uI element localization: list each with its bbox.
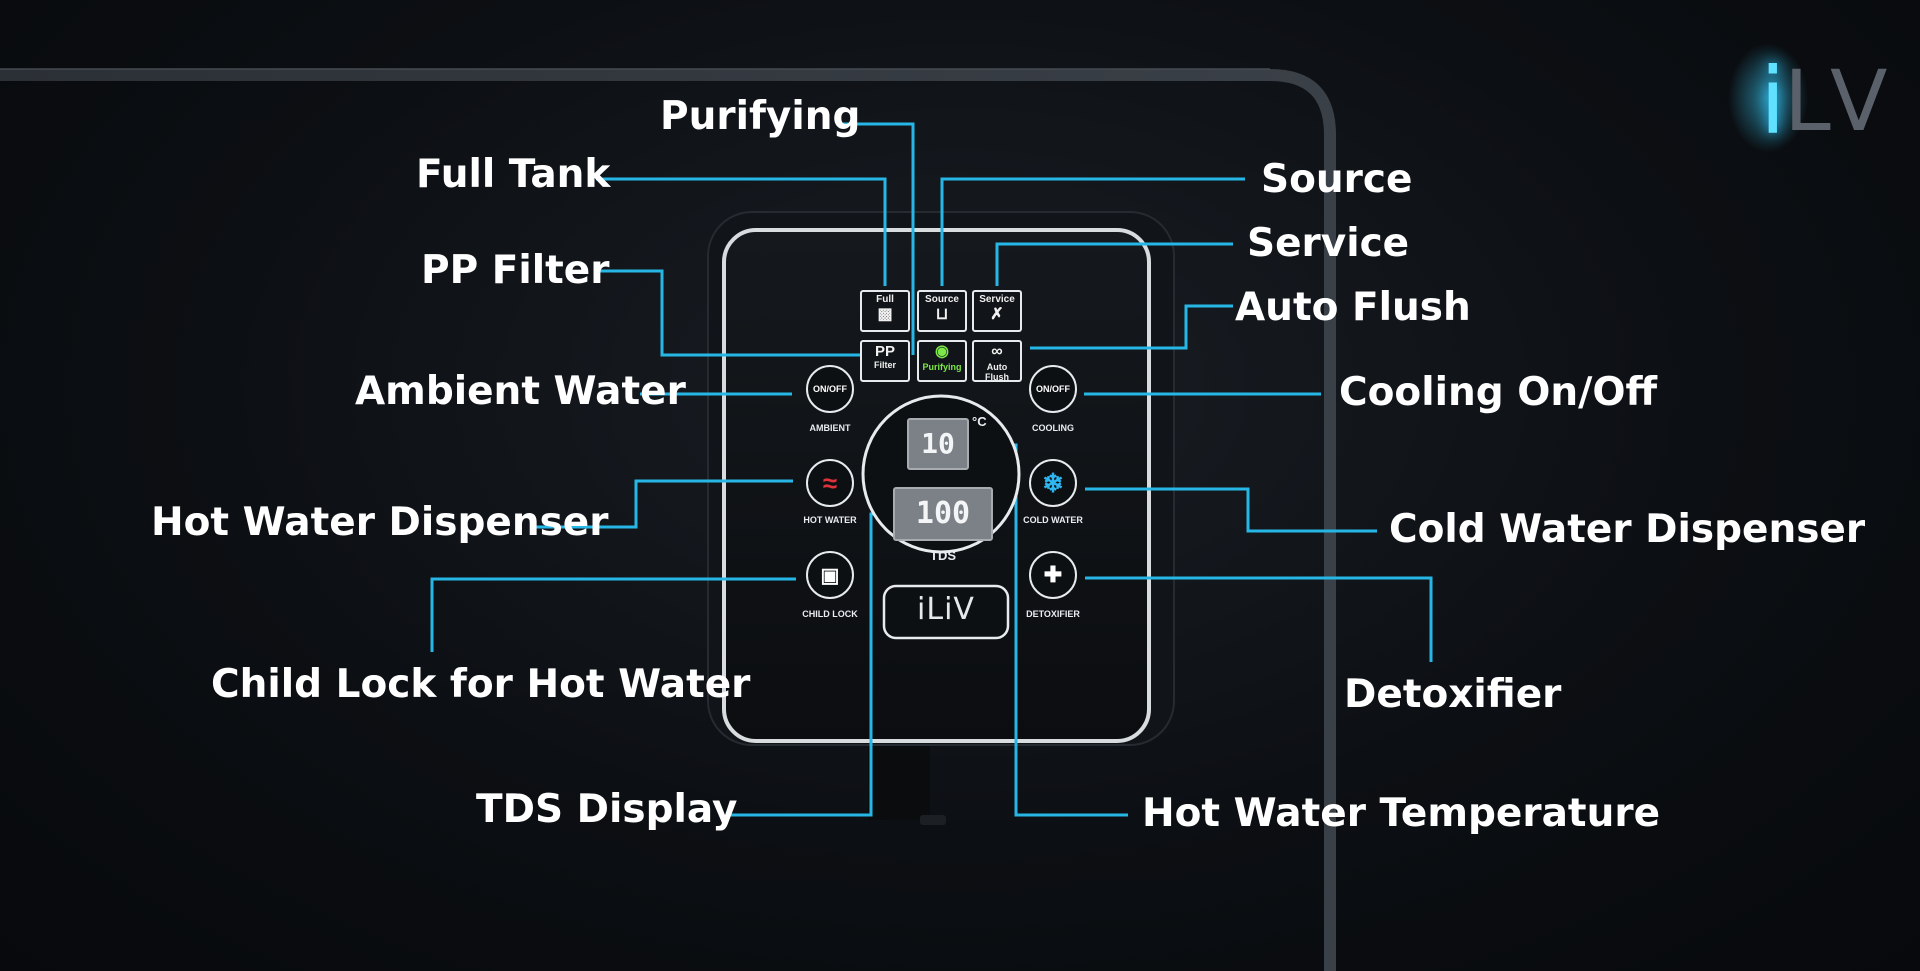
callout-ambient-water: Ambient Water — [355, 369, 686, 414]
ambient-label: AMBIENT — [809, 423, 851, 433]
pp-key-small-label: Filter — [873, 360, 896, 370]
cooling-button-text: ON/OFF — [1036, 384, 1070, 394]
leader-pp-filter — [596, 269, 860, 357]
logo-letter-l: L — [1784, 52, 1831, 150]
callout-tds-display: TDS Display — [476, 787, 738, 832]
callout-full-tank: Full Tank — [416, 152, 611, 197]
tds-value: 100 — [915, 496, 971, 531]
source-key-label: Source — [925, 294, 959, 305]
cooling-label: COOLING — [1032, 423, 1074, 433]
detoxifier-label: DETOXIFIER — [1026, 609, 1080, 619]
auto-flush-key-label: Auto Flush — [985, 362, 1009, 382]
service-indicator[interactable]: Service ✗ — [972, 290, 1022, 332]
leader-purifying — [842, 122, 915, 355]
brand-logo: i L V — [1760, 48, 1887, 158]
hot-water-label: HOT WATER — [803, 515, 857, 525]
temperature-display: 10 — [907, 418, 969, 470]
flush-bubbles-icon: ∞ — [991, 343, 1003, 360]
callout-pp-filter: PP Filter — [421, 248, 610, 293]
leader-service — [995, 242, 1233, 286]
auto-flush-indicator[interactable]: ∞ Auto Flush — [972, 340, 1022, 382]
purifying-indicator[interactable]: ◉ Purifying — [917, 340, 967, 382]
callout-detoxifier: Detoxifier — [1344, 672, 1562, 717]
callout-cooling-onoff: Cooling On/Off — [1339, 370, 1658, 415]
leader-cold-water — [1085, 487, 1377, 533]
tds-display: 100 — [893, 487, 993, 541]
full-tank-indicator[interactable]: Full ▩ — [860, 290, 910, 332]
callout-cold-water-dispenser: Cold Water Dispenser — [1389, 507, 1866, 552]
callout-source: Source — [1261, 157, 1413, 202]
full-key-label: Full — [876, 294, 894, 305]
pp-filter-indicator[interactable]: PP Filter — [860, 340, 910, 382]
machine-frame — [0, 69, 1336, 971]
leader-source — [940, 177, 1245, 286]
ambient-button-text: ON/OFF — [813, 384, 847, 394]
shield-plus-icon: ✚ — [1043, 562, 1063, 587]
callout-service: Service — [1247, 221, 1410, 266]
hot-water-button[interactable]: ≈ — [806, 459, 854, 507]
leader-auto-flush — [1030, 304, 1233, 350]
temperature-unit: °C — [972, 414, 987, 429]
leader-child-lock — [430, 577, 796, 652]
leader-full-tank — [596, 177, 887, 286]
tools-icon: ✗ — [990, 306, 1004, 323]
brand-badge — [882, 584, 1010, 640]
callout-purifying: Purifying — [660, 94, 861, 139]
logo-letter-i: i — [1760, 48, 1786, 155]
service-key-label: Service — [979, 294, 1015, 305]
pp-key-big-label: PP — [874, 343, 895, 360]
leader-hot-water — [536, 479, 793, 529]
leader-lines — [430, 122, 1433, 817]
callout-auto-flush: Auto Flush — [1235, 285, 1471, 330]
detoxifier-button[interactable]: ✚ — [1029, 551, 1077, 599]
cold-water-button[interactable]: ❄ — [1029, 459, 1077, 507]
child-lock-button[interactable]: ▣ — [806, 551, 854, 599]
padlock-icon: ▣ — [820, 564, 840, 587]
badge-logo-text: iLiV — [917, 592, 975, 627]
snowflake-icon: ❄ — [1042, 467, 1064, 498]
child-lock-label: CHILD LOCK — [802, 609, 858, 619]
purifying-key-label: Purifying — [922, 362, 962, 372]
logo-letter-v: V — [1830, 52, 1888, 150]
heat-waves-icon: ≈ — [822, 467, 838, 498]
callout-hot-water-dispenser: Hot Water Dispenser — [151, 500, 609, 545]
callout-hot-water-temperature: Hot Water Temperature — [1142, 791, 1661, 836]
ambient-onoff-button[interactable]: ON/OFF — [806, 365, 854, 413]
water-glass-icon: ▩ — [877, 306, 893, 323]
tap-icon: ⊔ — [935, 306, 949, 323]
temperature-value: 10 — [921, 427, 955, 460]
callout-child-lock: Child Lock for Hot Water — [211, 662, 751, 707]
water-drop-icon: ◉ — [935, 343, 949, 360]
tds-label: TDS — [930, 548, 956, 563]
cold-water-label: COLD WATER — [1023, 515, 1083, 525]
source-indicator[interactable]: Source ⊔ — [917, 290, 967, 332]
cooling-onoff-button[interactable]: ON/OFF — [1029, 365, 1077, 413]
leader-detoxifier — [1085, 576, 1433, 662]
